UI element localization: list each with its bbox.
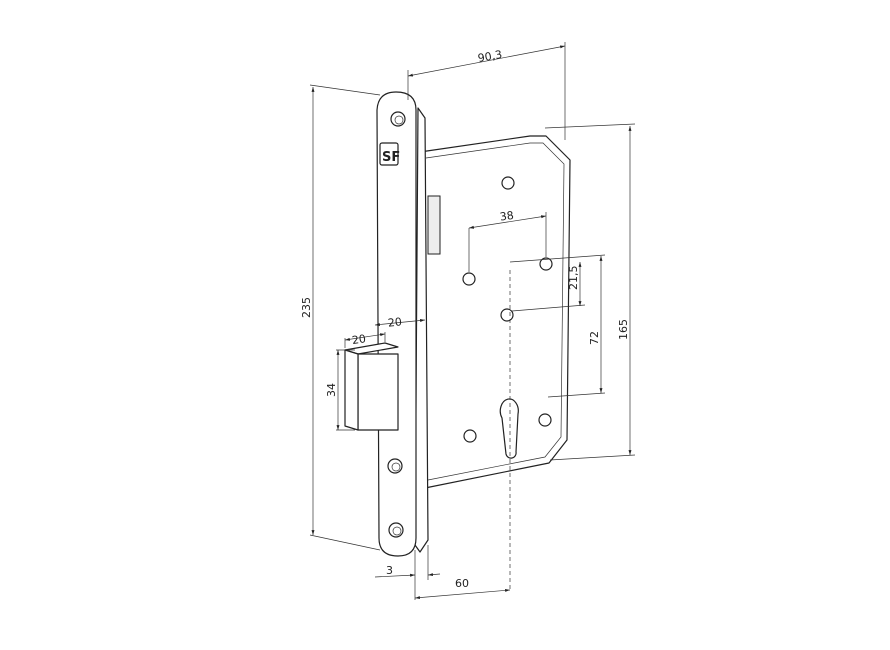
dim-20-throw: 20 — [387, 315, 402, 329]
dim-20-depth: 20 — [351, 332, 367, 347]
dim-165: 165 — [617, 319, 630, 340]
dim-34: 34 — [325, 383, 338, 397]
dim-72: 72 — [588, 331, 601, 345]
lock-case — [419, 135, 571, 489]
dim-90-3: 90,3 — [477, 48, 503, 65]
dimension-lines — [309, 42, 636, 600]
case-holes — [462, 176, 553, 443]
sf-logo: SF — [379, 142, 400, 166]
dim-60: 60 — [455, 577, 469, 590]
dim-38: 38 — [499, 209, 515, 224]
svg-text:SF: SF — [382, 150, 400, 165]
dim-21-5: 21,5 — [567, 266, 580, 291]
latch-slot — [427, 195, 441, 255]
dead-bolt — [344, 342, 399, 431]
cylinder-hole — [499, 398, 519, 459]
dim-235: 235 — [300, 297, 313, 318]
dim-3: 3 — [386, 564, 393, 577]
